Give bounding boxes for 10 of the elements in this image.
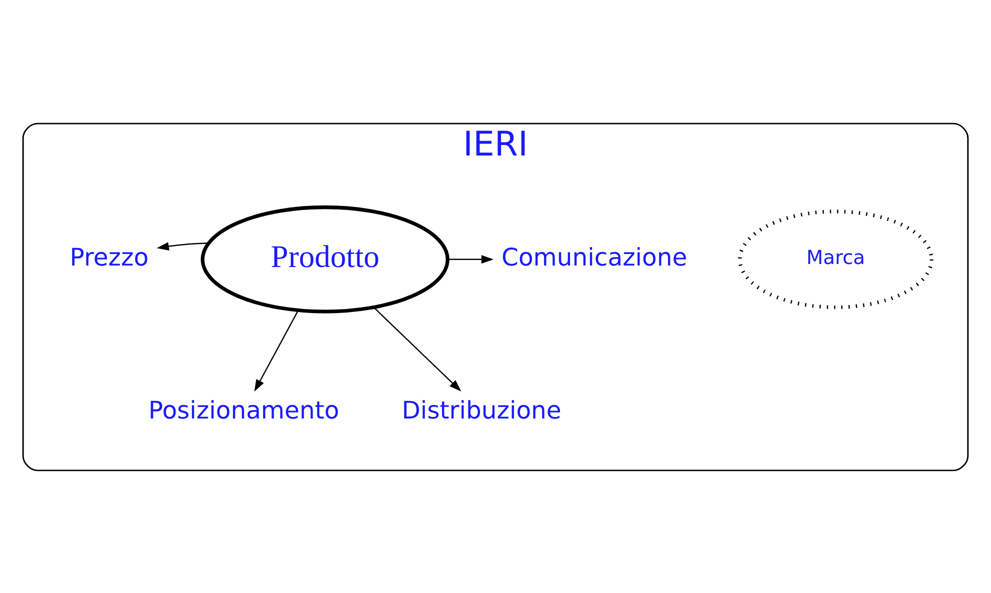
arrow [448,254,494,264]
arrow [156,242,209,250]
node-text: Distribuzione [402,394,562,424]
node-text: Comunicazione [502,242,688,271]
arrow [254,310,299,392]
node-ellipse: Marca [738,209,934,309]
node-text: Posizionamento [148,394,340,424]
node-ellipse: Prodotto [200,204,450,313]
node-text: Prezzo [70,242,149,271]
arrow [373,306,462,392]
